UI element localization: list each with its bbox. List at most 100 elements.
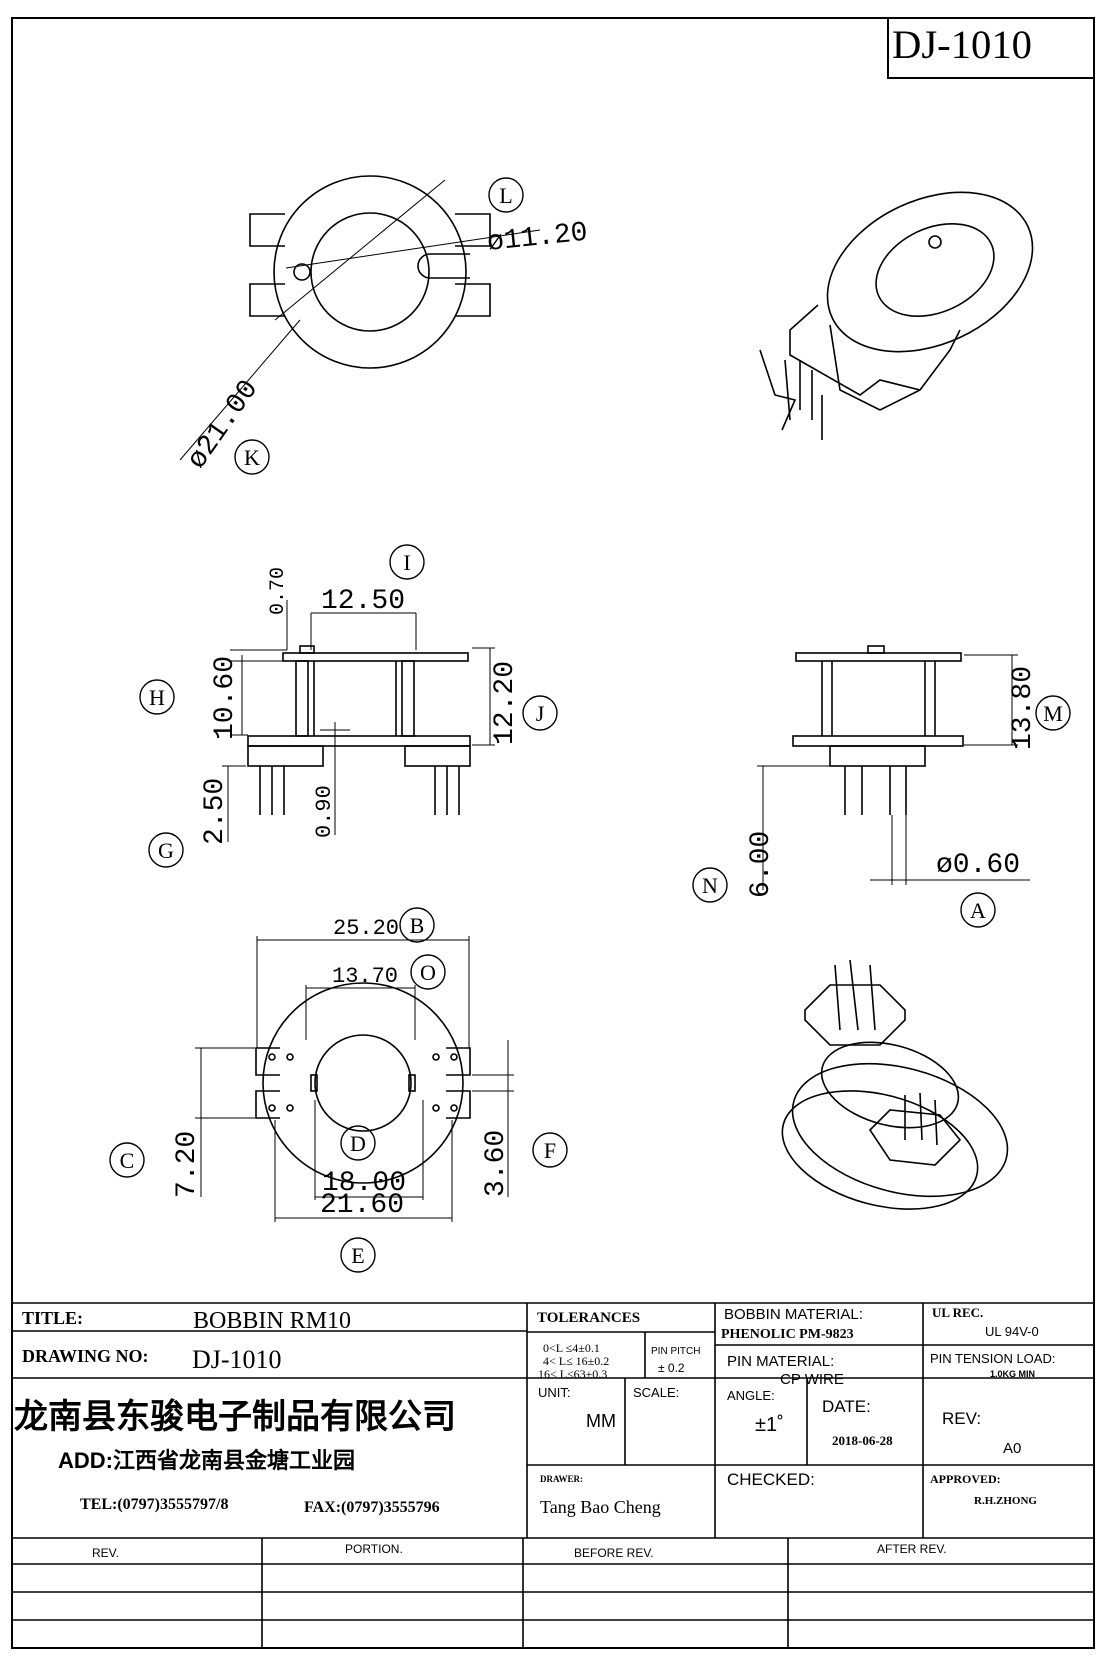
- scale-label: SCALE:: [633, 1385, 679, 1400]
- dim-6-00: 6.00: [746, 831, 777, 898]
- before-rev-col-header: BEFORE REV.: [574, 1546, 654, 1560]
- top-view-dims: L ø11.20 ø21.00 K: [179, 177, 590, 475]
- pin-pitch-value: ± 0.2: [658, 1361, 685, 1375]
- callout-h-circle: [139, 679, 175, 715]
- callout-m-circle: [1035, 695, 1071, 731]
- front-view-labels: I 0.70 12.50 H 10.60 12.20 J 2.50 0.90 G: [139, 544, 558, 868]
- callout-b: B: [410, 913, 425, 938]
- company-fax: FAX:(0797)3555796: [304, 1499, 440, 1516]
- revision-table: REV. PORTION. BEFORE REV. AFTER REV.: [92, 1542, 947, 1560]
- title-block: [12, 1302, 1094, 1648]
- bobbin-material-label: BOBBIN MATERIAL:: [724, 1306, 863, 1323]
- callout-a-circle: [960, 892, 996, 928]
- bottom-view-labels: 25.20 B 13.70 O C 7.20 D 18.00 21.60 3.6…: [109, 907, 568, 1273]
- drawer-label: DRAWER:: [540, 1474, 583, 1484]
- callout-e: E: [351, 1243, 364, 1268]
- drawing-code: DJ-1010: [892, 22, 1032, 67]
- drawer-value: Tang Bao Cheng: [540, 1497, 661, 1517]
- pin-material-value: CP WIRE: [780, 1371, 844, 1388]
- pin-tension-label: PIN TENSION LOAD:: [930, 1351, 1055, 1366]
- callout-n: N: [702, 873, 718, 898]
- callout-j: J: [536, 701, 545, 726]
- unit-value: MM: [586, 1411, 616, 1431]
- side-view: [792, 645, 964, 815]
- callout-o-circle: [410, 954, 446, 990]
- callout-a: A: [970, 898, 986, 923]
- top-view: [249, 175, 491, 369]
- rev-label: REV:: [942, 1409, 981, 1428]
- callout-l: L: [499, 183, 512, 208]
- tolerance-line-1: 0<L ≤4±0.1: [543, 1341, 600, 1355]
- title-label: TITLE:: [22, 1308, 83, 1328]
- callout-e-circle: [340, 1237, 376, 1273]
- callout-c-circle: [109, 1142, 145, 1178]
- approved-value: R.H.ZHONG: [974, 1495, 1037, 1507]
- drawing-no-value: DJ-1010: [192, 1345, 282, 1374]
- dim-18-00: 18.00: [322, 1168, 406, 1199]
- drawing-no-label: DRAWING NO:: [22, 1346, 149, 1366]
- bottom-view: [255, 982, 471, 1184]
- callout-h: H: [149, 685, 165, 710]
- checked-label: CHECKED:: [727, 1470, 815, 1489]
- tolerance-line-3: 16< L≤63±0.3: [538, 1367, 607, 1381]
- callout-l-circle: [488, 177, 524, 213]
- dim-2-50: 2.50: [200, 778, 231, 845]
- dim-3-60: 3.60: [481, 1130, 512, 1197]
- front-view: [247, 645, 471, 815]
- drawing-code-box: DJ-1010: [887, 18, 1094, 79]
- bottom-view-dims: [195, 936, 514, 1222]
- dim-13-80: 13.80: [1008, 666, 1039, 750]
- unit-label: UNIT:: [538, 1385, 571, 1400]
- tolerances-label: TOLERANCES: [537, 1310, 640, 1326]
- dim-inner-dia: ø11.20: [486, 218, 590, 259]
- side-view-dims: [757, 654, 1030, 890]
- callout-g: G: [158, 838, 174, 863]
- callout-g-circle: [148, 832, 184, 868]
- after-rev-col-header: AFTER REV.: [877, 1542, 947, 1556]
- dim-10-60: 10.60: [210, 656, 241, 740]
- date-label: DATE:: [822, 1397, 871, 1416]
- callout-b-circle: [399, 907, 435, 943]
- callout-f: F: [544, 1138, 556, 1163]
- dim-0-70: 0.70: [267, 567, 290, 615]
- callout-n-circle: [692, 867, 728, 903]
- tolerance-line-2: 4< L≤ 16±0.2: [543, 1354, 609, 1368]
- callout-m: M: [1043, 701, 1063, 726]
- date-value: 2018-06-28: [832, 1433, 893, 1448]
- callout-d: D: [350, 1131, 366, 1156]
- iso-view-top: [759, 191, 1034, 440]
- company-name: 龙南县东骏电子制品有限公司: [14, 1397, 456, 1436]
- dim-7-20: 7.20: [172, 1131, 203, 1198]
- approved-label: APPROVED:: [930, 1472, 1001, 1486]
- portion-col-header: PORTION.: [345, 1542, 403, 1556]
- callout-i-circle: [389, 544, 425, 580]
- callout-j-circle: [522, 695, 558, 731]
- dim-21-60: 21.60: [320, 1190, 404, 1221]
- callout-o: O: [420, 960, 436, 985]
- rev-value: A0: [1003, 1440, 1021, 1457]
- dim-12-50: 12.50: [321, 586, 405, 617]
- dim-0-90: 0.90: [312, 785, 337, 838]
- dim-pin-dia: ø0.60: [936, 850, 1020, 881]
- bobbin-material-value: PHENOLIC PM-9823: [721, 1327, 854, 1342]
- dim-25-20: 25.20: [333, 916, 399, 941]
- angle-value: ±1˚: [755, 1414, 784, 1436]
- angle-label: ANGLE:: [727, 1388, 775, 1403]
- pin-tension-value: 1.0KG MIN: [990, 1369, 1035, 1379]
- side-view-labels: 13.80 M 6.00 N ø0.60 A: [692, 666, 1071, 928]
- pin-pitch-label: PIN PITCH: [651, 1346, 700, 1357]
- callout-k: K: [244, 445, 260, 470]
- ul-rec-value: UL 94V-0: [985, 1324, 1039, 1339]
- front-view-dims: [222, 600, 495, 842]
- dim-12-20: 12.20: [490, 661, 521, 745]
- company-address: ADD:江西省龙南县金塘工业园: [58, 1448, 355, 1473]
- sheet-border: [11, 17, 1095, 1649]
- rev-col-header: REV.: [92, 1546, 119, 1560]
- dim-13-70: 13.70: [332, 964, 398, 989]
- ul-rec-label: UL REC.: [932, 1305, 983, 1320]
- title-value: BOBBIN RM10: [193, 1308, 351, 1334]
- callout-k-circle: [234, 439, 270, 475]
- company-tel: TEL:(0797)3555797/8: [80, 1496, 228, 1513]
- pin-material-label: PIN MATERIAL:: [727, 1353, 834, 1370]
